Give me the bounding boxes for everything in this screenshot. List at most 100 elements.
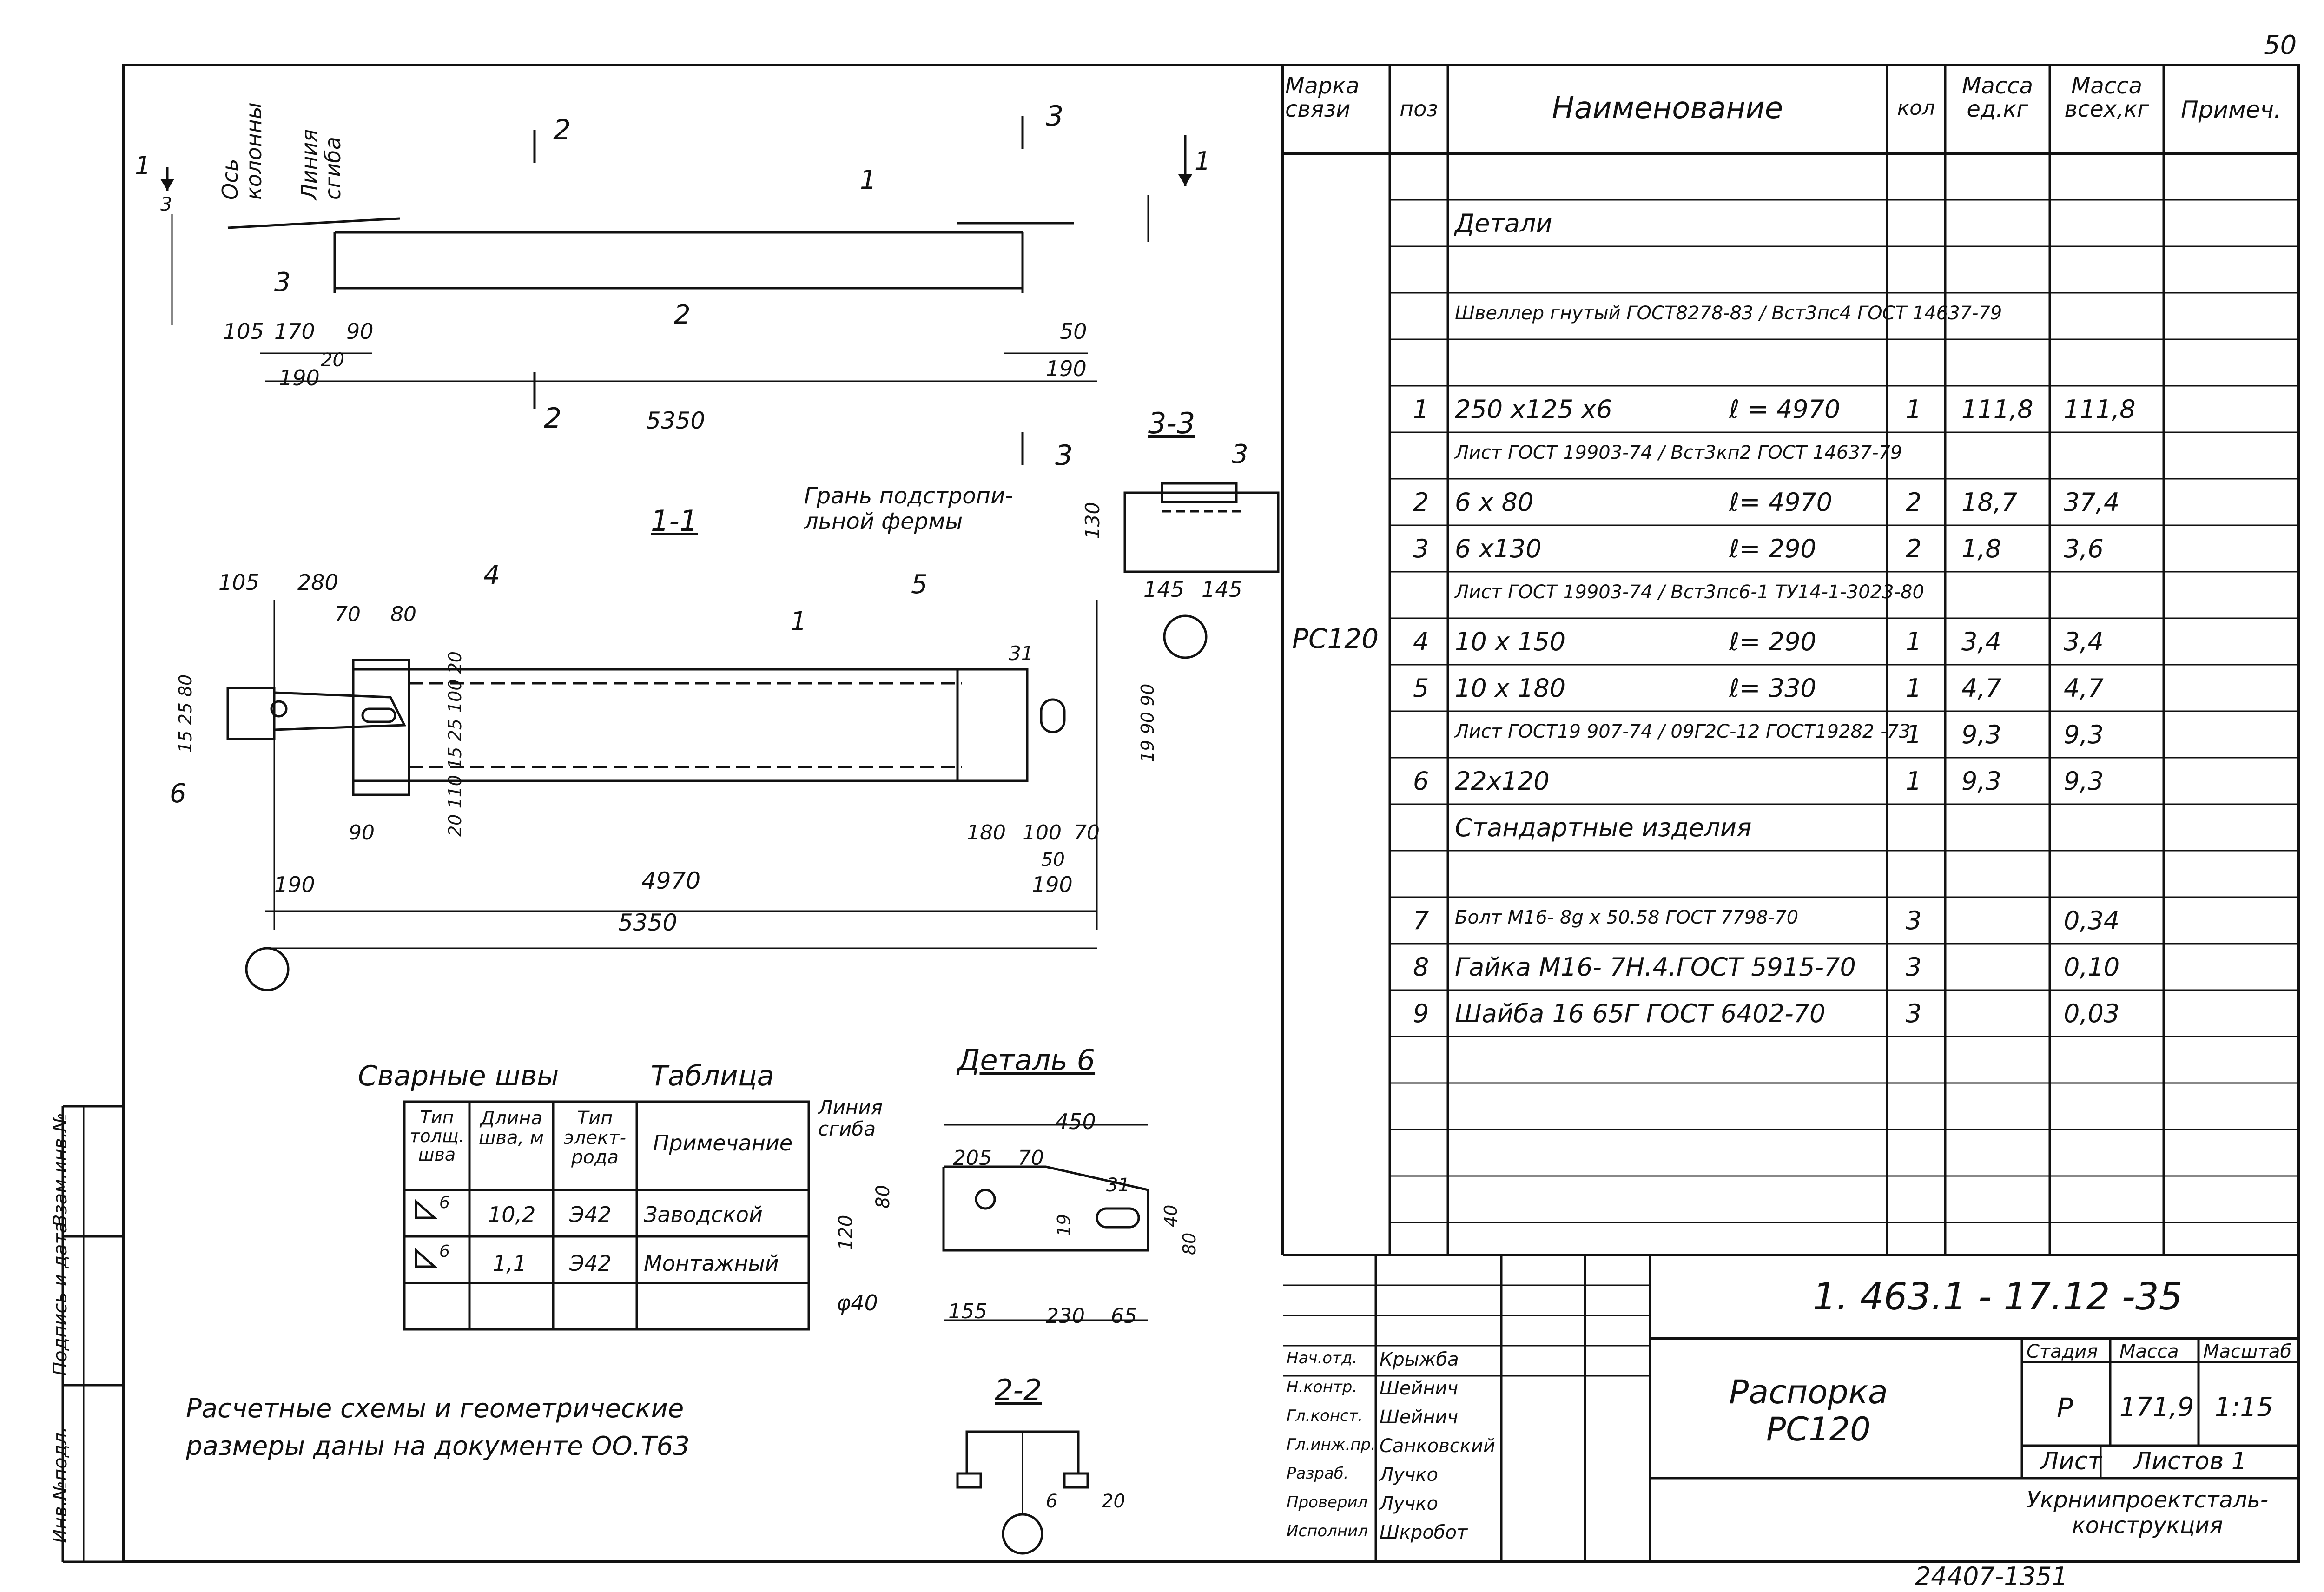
dim-190-right: 190	[1046, 356, 1087, 381]
weld-hdr-note: Примечание	[653, 1130, 793, 1156]
spec-len-5: ℓ = 4970	[1729, 395, 1841, 424]
weld-hdr-length: Длина шва, м	[478, 1108, 544, 1149]
detail6-bend-label: Линия сгиба	[818, 1097, 883, 1140]
plan-dims-right: 19 90 90	[1137, 684, 1158, 762]
spec-mass-unit-10: 3,4	[1961, 627, 2001, 656]
signature-name-0: Крыжба	[1380, 1349, 1459, 1370]
section-mark-3-top: 3	[1046, 100, 1064, 132]
sheet-label: Лист	[2040, 1447, 2102, 1475]
plan-dim-4970: 4970	[641, 867, 701, 894]
plan-dim-70: 70	[335, 602, 361, 626]
dim-33-145-b: 145	[1202, 577, 1242, 602]
weld-row2-note: Монтажный	[644, 1251, 779, 1276]
weld-row1-note: Заводской	[644, 1202, 763, 1227]
side-stamp-sign: Подпись и дата	[50, 1222, 71, 1376]
plan-dim-90: 90	[349, 821, 375, 845]
plan-dim-5350: 5350	[618, 909, 678, 936]
detail6-title: Деталь 6	[957, 1043, 1096, 1077]
designation: 1. 463.1 - 17.12 -35	[1813, 1275, 2183, 1318]
callout-3-top: 3	[274, 267, 291, 297]
weld-row2-thk: 6	[439, 1242, 450, 1261]
plan-dim-25b: 25	[445, 719, 465, 741]
plan-dim-15: 15	[175, 730, 196, 753]
spec-mass-unit-12: 9,3	[1961, 720, 2001, 749]
weld-row1-thk: 6	[439, 1193, 450, 1212]
signature-role-3: Гл.инж.пр.	[1287, 1435, 1376, 1454]
spec-qty-7: 2	[1906, 488, 1922, 517]
plan-dim-25: 25	[175, 702, 196, 725]
spec-qty-17: 3	[1906, 952, 1922, 982]
spec-pos-13: 6	[1413, 766, 1429, 796]
sheet-number: 50	[2264, 30, 2297, 60]
truss-edge-1: Грань подстропи-	[804, 483, 1013, 509]
spec-qty-5: 1	[1906, 395, 1922, 424]
plan-dim-70r: 70	[1074, 821, 1100, 845]
callout-1-top: 1	[860, 165, 877, 195]
spec-name-12: Лист ГОСТ19 907-74 / 09Г2С-12 ГОСТ19282 …	[1455, 721, 1911, 742]
spec-pos-18: 9	[1413, 999, 1429, 1028]
s22-dim-20: 20	[1102, 1491, 1125, 1512]
dim-190-left: 190	[279, 365, 320, 390]
spec-name-18: Шайба 16 65Г ГОСТ 6402-70	[1455, 999, 1826, 1028]
dim-5350-top: 5350	[646, 407, 706, 434]
plan-dim-110: 110	[445, 775, 465, 809]
dim-90: 90	[346, 319, 374, 344]
plan-dim-80: 80	[390, 602, 416, 626]
organization: Укрниипроектсталь- конструкция	[2027, 1487, 2268, 1539]
spec-qty-16: 3	[1906, 906, 1922, 935]
spec-name-11: 10 х 180	[1455, 674, 1566, 703]
mass-value: 171,9	[2119, 1392, 2194, 1422]
spec-qty-18: 3	[1906, 999, 1922, 1028]
det6-dim-19: 19	[1054, 1214, 1074, 1236]
signature-role-4: Разраб.	[1287, 1464, 1349, 1483]
spec-mass-unit-8: 1,8	[1961, 534, 2001, 563]
plan-dim-90a: 90	[1137, 712, 1158, 734]
plan-dim-19: 19	[1137, 740, 1158, 762]
dim-20: 20	[321, 350, 344, 371]
spec-mass-all-18: 0,03	[2064, 999, 2120, 1028]
section-mark-3-bottom: 3	[1055, 439, 1073, 472]
signature-name-5: Лучко	[1380, 1493, 1439, 1514]
spec-hdr-mass-unit: Масса ед.кг	[1961, 73, 2034, 123]
plan-dim-100r: 100	[1023, 821, 1062, 845]
weld-table-label: Таблица	[651, 1060, 774, 1092]
spec-len-10: ℓ= 290	[1729, 627, 1816, 656]
s22-dim-6: 6	[1046, 1491, 1058, 1512]
det6-dim-phi40: φ40	[837, 1290, 878, 1315]
axis-label-2: колонны	[241, 102, 266, 200]
organization-1: Укрниипроектсталь-	[2027, 1487, 2269, 1513]
plan-dim-280: 280	[297, 570, 338, 595]
det6-dim-80l: 80	[872, 1185, 894, 1209]
spec-hdr-mark: Марка связи	[1285, 73, 1360, 123]
spec-mass-all-5: 111,8	[2064, 395, 2136, 424]
spec-pos-5: 1	[1413, 395, 1429, 424]
signature-name-6: Шкробот	[1380, 1522, 1468, 1543]
stage-header: Стадия	[2027, 1341, 2098, 1362]
spec-qty-11: 1	[1906, 674, 1922, 703]
spec-hdr-name: Наименование	[1552, 91, 1783, 126]
axis-label-1: Ось	[218, 159, 243, 200]
weld-hdr-type: Тип толщ. шва	[409, 1107, 464, 1165]
spec-name-5: 250 х125 х6	[1455, 395, 1612, 424]
dim-33-145-a: 145	[1143, 577, 1184, 602]
plan-dims-mid: 20 110 15 25 100 20	[445, 651, 465, 837]
section-22-title: 2-2	[995, 1373, 1042, 1407]
det6-dim-65: 65	[1111, 1304, 1137, 1328]
truss-edge-label: Грань подстропи- льной фермы	[804, 483, 1013, 535]
signature-role-6: Исполнил	[1287, 1522, 1368, 1540]
plan-dim-105: 105	[218, 570, 259, 595]
spec-name-1: Детали	[1455, 209, 1552, 238]
spec-qty-8: 2	[1906, 534, 1922, 563]
axis-label: Ось колонны	[218, 102, 266, 200]
spec-pos-11: 5	[1413, 674, 1429, 703]
spec-mass-all-8: 3,6	[2064, 534, 2104, 563]
spec-len-11: ℓ= 330	[1729, 674, 1816, 703]
section-mark-2-top: 2	[553, 114, 571, 146]
spec-mass-all-16: 0,34	[2064, 906, 2120, 935]
spec-hdr-mass-all: Масса всех,кг	[2064, 73, 2149, 123]
callout-6: 6	[170, 779, 186, 809]
signature-role-5: Проверил	[1287, 1493, 1368, 1512]
spec-qty-10: 1	[1906, 627, 1922, 656]
spec-mass-unit-11: 4,7	[1961, 674, 2001, 703]
